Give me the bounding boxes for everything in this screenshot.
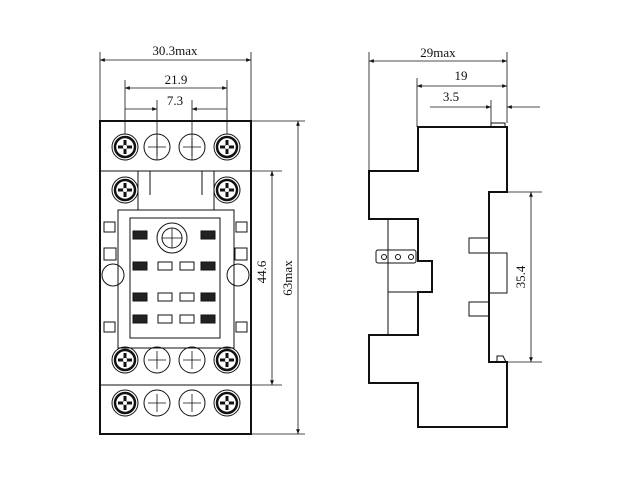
front-view: 30.3max 21.9 7.3 44.6 63max: [99, 43, 305, 435]
empty-terminal: [178, 346, 206, 374]
screw-terminal: [213, 176, 241, 204]
terminals: [111, 133, 241, 417]
empty-terminal: [143, 346, 171, 374]
connector-plate: [375, 249, 417, 264]
screw-terminal: [213, 133, 241, 161]
contact-slot: [157, 292, 173, 302]
side-view: 29max 19 3.5 35.4: [368, 45, 542, 428]
dimension-width: 30.3max: [99, 43, 252, 121]
rail-depth-label: 19: [455, 68, 468, 83]
screw-terminal: [111, 389, 139, 417]
dimension-terminal-pitch: 21.9: [124, 72, 228, 134]
rail-height-label: 35.4: [513, 265, 528, 288]
terminal-pitch-label: 21.9: [165, 72, 188, 87]
width-label: 30.3max: [152, 43, 198, 58]
mount-hole-left: [101, 263, 125, 287]
inner-pitch-label: 7.3: [167, 93, 183, 108]
contact-slot: [200, 292, 216, 302]
contact-slot: [179, 261, 195, 271]
socket-body: [99, 120, 252, 435]
side-outline: [368, 126, 508, 428]
depth-label: 29max: [420, 45, 456, 60]
contact-slot: [132, 261, 148, 271]
dimension-depth: 29max: [368, 45, 508, 171]
dimension-height: 63max: [251, 120, 305, 435]
dimension-rail-depth: 19: [416, 68, 507, 127]
empty-terminal: [143, 389, 171, 417]
contact-slot: [179, 292, 195, 302]
dimension-rail-height: 35.4: [489, 191, 542, 363]
contact-slot: [200, 230, 216, 240]
contact-slot: [132, 292, 148, 302]
screw-terminal: [213, 389, 241, 417]
dimension-mount-height: 44.6: [251, 170, 282, 386]
empty-terminal: [178, 389, 206, 417]
contact-slot: [157, 261, 173, 271]
contact-slot: [200, 314, 216, 324]
dimension-inner-pitch: 7.3: [125, 93, 227, 160]
mount-height-label: 44.6: [254, 260, 269, 283]
screw-terminal: [111, 176, 139, 204]
dimension-offset: 3.5: [430, 89, 540, 123]
screw-terminal: [111, 346, 139, 374]
contact-slot: [200, 261, 216, 271]
contact-slot: [132, 314, 148, 324]
relay-socket-cavity: [129, 217, 221, 339]
contact-slots: [132, 230, 216, 324]
screw-terminal: [111, 133, 139, 161]
contact-slot: [179, 314, 195, 324]
height-label: 63max: [280, 260, 295, 296]
contact-slot: [157, 314, 173, 324]
screw-terminal: [213, 346, 241, 374]
offset-label: 3.5: [443, 89, 459, 104]
mount-hole-right: [226, 263, 250, 287]
contact-slot: [132, 230, 148, 240]
